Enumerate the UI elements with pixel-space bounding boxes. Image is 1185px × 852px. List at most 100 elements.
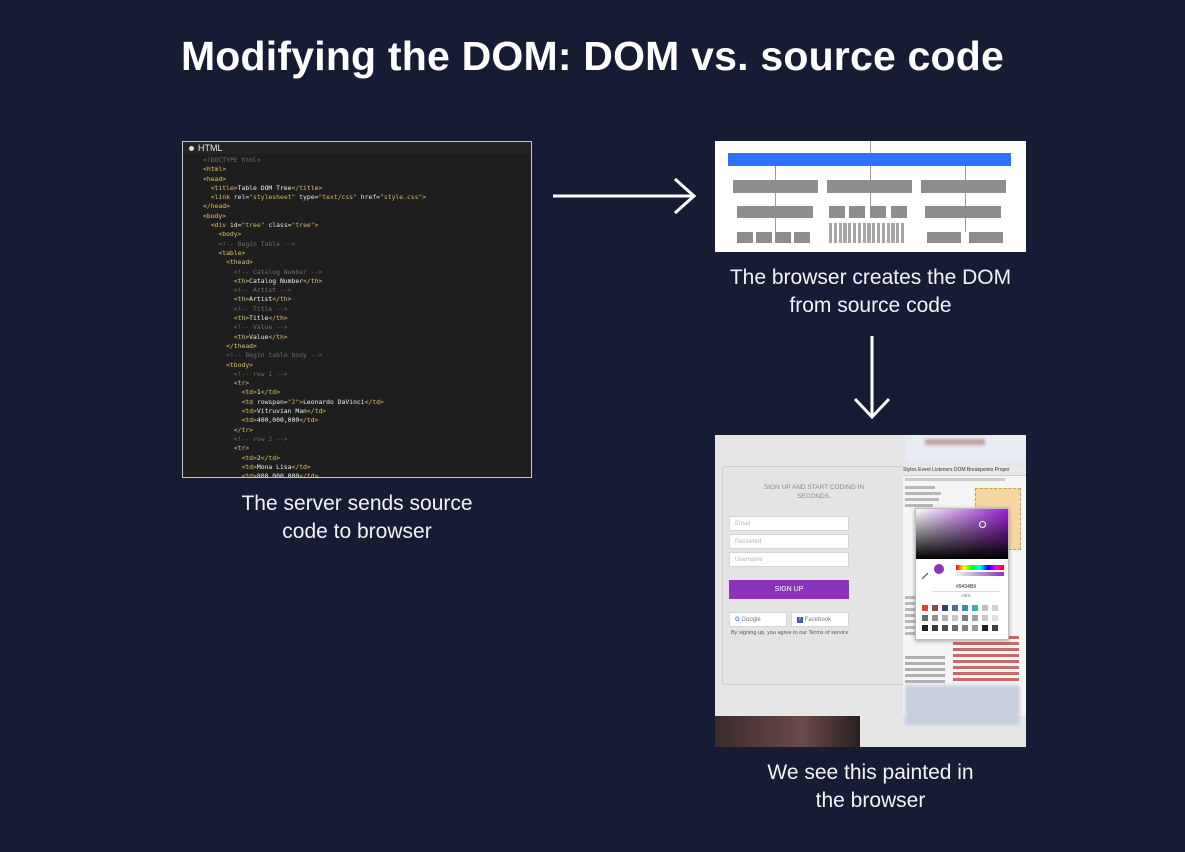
code-token [203, 342, 226, 350]
code-token: <link [210, 193, 234, 202]
tree-connector [965, 218, 966, 232]
color-swatch[interactable] [982, 615, 988, 621]
picker-handle[interactable] [979, 521, 986, 528]
code-line: </tr> [183, 426, 531, 435]
hue-slider[interactable] [956, 565, 1004, 570]
hex-label: HEX [961, 593, 971, 598]
code-line: <!-- row 2 --> [183, 435, 531, 444]
code-token: <td> [241, 407, 257, 416]
color-swatch[interactable] [972, 605, 978, 611]
facebook-icon: f [797, 617, 803, 623]
code-token [203, 463, 241, 471]
code-token: <!-- row 1 --> [233, 369, 288, 378]
code-token: </th> [268, 332, 288, 341]
color-picker[interactable]: #9434B9 HEX [915, 508, 1009, 640]
code-panel-title: HTML [198, 143, 223, 153]
tree-leaf-node [853, 223, 857, 243]
color-swatch[interactable] [942, 605, 948, 611]
signup-button[interactable]: SIGN UP [729, 580, 849, 599]
devtools-tabs: Styles Event Listeners DOM Breakpoints P… [903, 466, 1026, 476]
alpha-slider[interactable] [956, 572, 1004, 576]
code-line: <td>400,000,000</td> [183, 416, 531, 425]
color-swatch[interactable] [982, 605, 988, 611]
code-token [203, 193, 211, 201]
source-code-panel: HTML <!DOCTYPE html><html><head> <title>… [182, 141, 532, 478]
tree-connector [775, 166, 776, 180]
code-token: rowspan= [256, 397, 288, 406]
color-swatch[interactable] [992, 625, 998, 631]
tree-leaf-node [838, 223, 842, 243]
code-token [203, 454, 241, 462]
code-token: > [299, 397, 304, 406]
browser-caption: The browser creates the DOM from source … [700, 264, 1041, 320]
code-token: <td> [241, 388, 257, 397]
code-token: "2" [287, 397, 300, 406]
code-token: <td> [241, 472, 257, 478]
facebook-label: Facebook [804, 617, 832, 623]
eyedropper-icon[interactable] [921, 566, 929, 580]
tree-node [756, 232, 772, 243]
code-token: <thead> [226, 258, 254, 267]
code-token [203, 277, 234, 285]
code-token: Title [249, 314, 269, 323]
code-token [203, 333, 234, 341]
color-swatch[interactable] [952, 625, 958, 631]
color-swatch[interactable] [952, 605, 958, 611]
code-token [203, 361, 226, 369]
code-token: <td> [241, 462, 257, 471]
facebook-button[interactable]: f Facebook [791, 612, 849, 627]
hex-value[interactable]: #9434B9 [932, 583, 1000, 592]
email-field[interactable]: Email [729, 516, 849, 531]
code-token: <!-- Value --> [233, 323, 288, 332]
code-token: class= [264, 221, 292, 230]
server-caption: The server sends source code to browser [182, 490, 532, 546]
color-gradient[interactable] [916, 509, 1008, 559]
color-swatch[interactable] [952, 615, 958, 621]
code-line: <th>Artist</th> [183, 295, 531, 304]
code-token: <td> [241, 416, 257, 425]
code-token: Vitruvian Man [256, 407, 307, 416]
code-token [203, 268, 234, 276]
code-token: <html> [203, 165, 227, 174]
painted-caption-line-1: We see this painted in [767, 761, 974, 784]
code-token: "stylesheet" [249, 193, 296, 202]
painted-caption-line-2: the browser [815, 789, 926, 812]
username-field[interactable]: Username [729, 552, 849, 567]
code-token: </td> [364, 397, 384, 406]
color-swatch[interactable] [932, 605, 938, 611]
code-token: <table> [218, 248, 246, 257]
color-swatch[interactable] [972, 625, 978, 631]
code-line: <!-- Artist --> [183, 286, 531, 295]
code-token: </td> [260, 388, 280, 397]
code-token: <tr> [233, 379, 250, 388]
code-token: id= [229, 221, 242, 230]
circle-icon [189, 146, 194, 152]
code-line: <tr> [183, 379, 531, 388]
color-swatch[interactable] [962, 625, 968, 631]
tree-leaf-node [891, 223, 895, 243]
code-token [203, 249, 218, 257]
color-swatch[interactable] [922, 605, 928, 611]
code-token [203, 286, 234, 294]
color-swatch[interactable] [942, 615, 948, 621]
color-swatch[interactable] [932, 625, 938, 631]
color-swatch[interactable] [962, 615, 968, 621]
devtools-row [905, 478, 1005, 481]
color-swatch[interactable] [992, 615, 998, 621]
code-token [203, 323, 234, 331]
color-swatch[interactable] [922, 625, 928, 631]
tree-node [827, 180, 912, 193]
color-swatch[interactable] [982, 625, 988, 631]
video-thumbnail [715, 716, 860, 747]
tree-connector [965, 193, 966, 206]
color-swatch[interactable] [932, 615, 938, 621]
tree-node [969, 232, 1003, 243]
google-button[interactable]: G Google [729, 612, 787, 627]
color-swatch[interactable] [942, 625, 948, 631]
color-swatch[interactable] [992, 605, 998, 611]
color-swatch[interactable] [972, 615, 978, 621]
password-field[interactable]: Password [729, 534, 849, 549]
color-swatch[interactable] [922, 615, 928, 621]
color-swatch[interactable] [962, 605, 968, 611]
code-line: <table> [183, 249, 531, 258]
